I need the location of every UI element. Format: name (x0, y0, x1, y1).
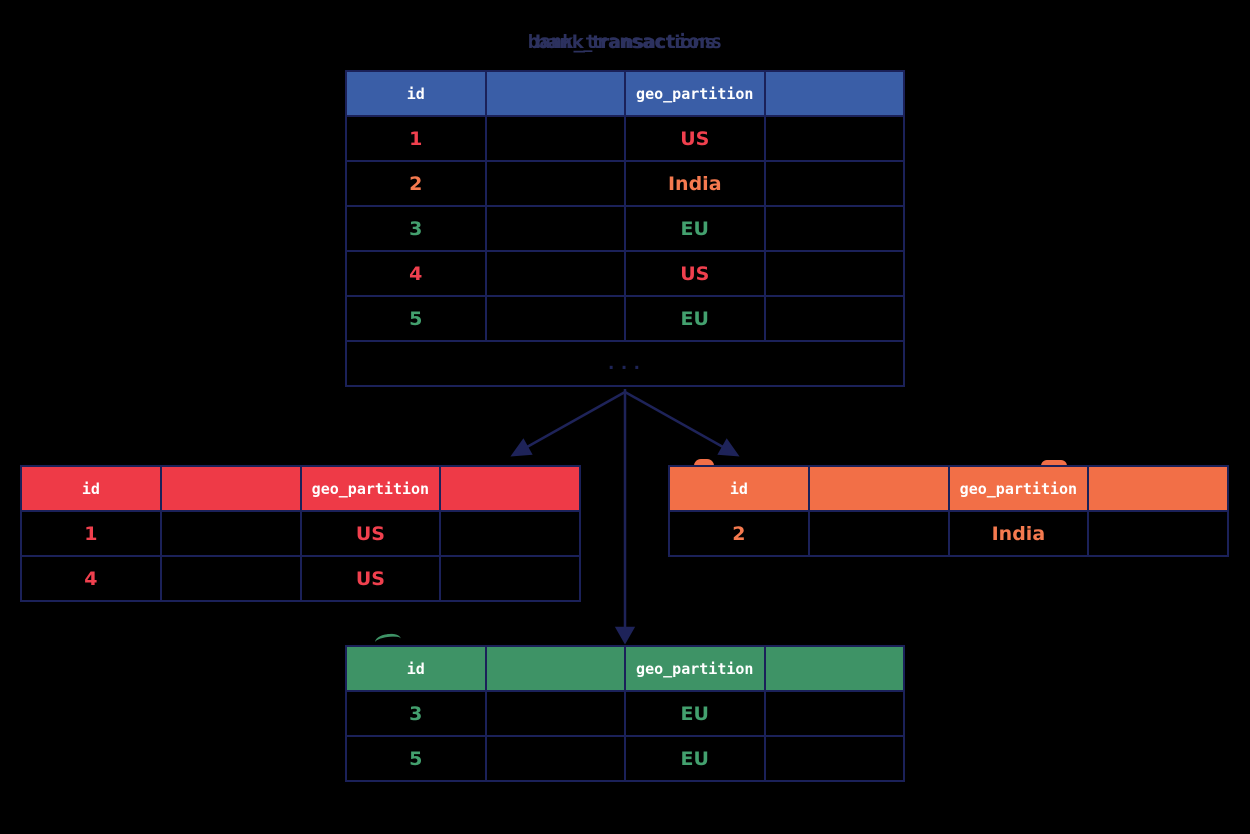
cell-id: 4 (345, 250, 487, 297)
ellipsis-row: ... (345, 340, 905, 387)
arrow-head-right (717, 438, 740, 457)
empty-cell (763, 735, 905, 782)
empty-cell (484, 690, 626, 737)
empty-cell (439, 555, 581, 602)
cell-id: 2 (345, 160, 487, 207)
column-header-empty (484, 70, 626, 117)
cell-geo: US (624, 115, 766, 162)
column-header-empty (439, 465, 581, 512)
empty-cell (484, 250, 626, 297)
column-header-id: id (668, 465, 810, 512)
main-table: id geo_partition 1 US 2 India 3 EU 4 US (345, 70, 905, 387)
column-header-id: id (345, 645, 487, 692)
cell-geo: EU (624, 735, 766, 782)
column-header-empty (807, 465, 950, 512)
partition-table-india: id geo_partition 2 India (668, 465, 1229, 557)
empty-cell (763, 690, 905, 737)
table-row: 3 EU (345, 205, 905, 252)
table-row: 1 US (345, 115, 905, 162)
partition-table-us: id geo_partition 1 US 4 US (20, 465, 581, 602)
empty-cell (484, 115, 626, 162)
column-header-geo-partition: geo_partition (624, 70, 766, 117)
cell-id: 4 (20, 555, 162, 602)
empty-cell (159, 510, 302, 557)
empty-cell (484, 295, 626, 342)
table-row: 4 US (345, 250, 905, 297)
cell-id: 2 (668, 510, 810, 557)
column-header-geo-partition: geo_partition (947, 465, 1090, 512)
cell-geo: EU (624, 295, 766, 342)
clipped-arc-icon (1041, 460, 1067, 466)
column-header-geo-partition: geo_partition (299, 465, 442, 512)
empty-cell (159, 555, 302, 602)
empty-cell (484, 160, 626, 207)
empty-cell (1087, 510, 1229, 557)
column-header-empty (159, 465, 302, 512)
cell-id: 3 (345, 205, 487, 252)
partition-table-eu: id geo_partition 3 EU 5 EU (345, 645, 905, 782)
column-header-id: id (20, 465, 162, 512)
cell-id: 1 (345, 115, 487, 162)
empty-cell (763, 295, 905, 342)
header-row: id geo_partition (345, 645, 905, 692)
cell-geo: EU (624, 205, 766, 252)
column-header-id: id (345, 70, 487, 117)
empty-cell (763, 250, 905, 297)
table-row: 1 US (20, 510, 581, 557)
empty-cell (807, 510, 950, 557)
header-row: id geo_partition (20, 465, 581, 512)
main-table-title: bank_transactions bank_transactions (345, 31, 905, 57)
cell-geo: US (299, 555, 442, 602)
cell-id: 5 (345, 735, 487, 782)
column-header-empty (1087, 465, 1229, 512)
arrow-head-left (510, 438, 533, 457)
empty-cell (484, 205, 626, 252)
arrow-line-left (526, 390, 626, 449)
empty-cell (484, 735, 626, 782)
arrow-line-right (624, 390, 724, 449)
table-row: 2 India (345, 160, 905, 207)
cell-geo: US (624, 250, 766, 297)
cell-id: 5 (345, 295, 487, 342)
empty-cell (763, 205, 905, 252)
table-row: 2 India (668, 510, 1229, 557)
column-header-empty (484, 645, 626, 692)
column-header-geo-partition: geo_partition (624, 645, 766, 692)
arrow-head-down (614, 626, 636, 645)
cell-geo: India (947, 510, 1090, 557)
clipped-arc-icon (694, 459, 714, 466)
cell-id: 1 (20, 510, 162, 557)
cell-geo: EU (624, 690, 766, 737)
cell-geo: India (624, 160, 766, 207)
column-header-empty (763, 70, 905, 117)
column-header-empty (763, 645, 905, 692)
table-row: 5 EU (345, 295, 905, 342)
empty-cell (763, 115, 905, 162)
ellipsis-text: ... (345, 340, 905, 387)
title-text-layer-mono: bank_transactions (527, 31, 723, 53)
header-row: id geo_partition (345, 70, 905, 117)
empty-cell (763, 160, 905, 207)
header-row: id geo_partition (668, 465, 1229, 512)
table-row: 3 EU (345, 690, 905, 737)
cell-geo: US (299, 510, 442, 557)
cell-id: 3 (345, 690, 487, 737)
title-text-layer-sans: bank_transactions (534, 32, 716, 53)
empty-cell (439, 510, 581, 557)
table-row: 5 EU (345, 735, 905, 782)
table-row: 4 US (20, 555, 581, 602)
